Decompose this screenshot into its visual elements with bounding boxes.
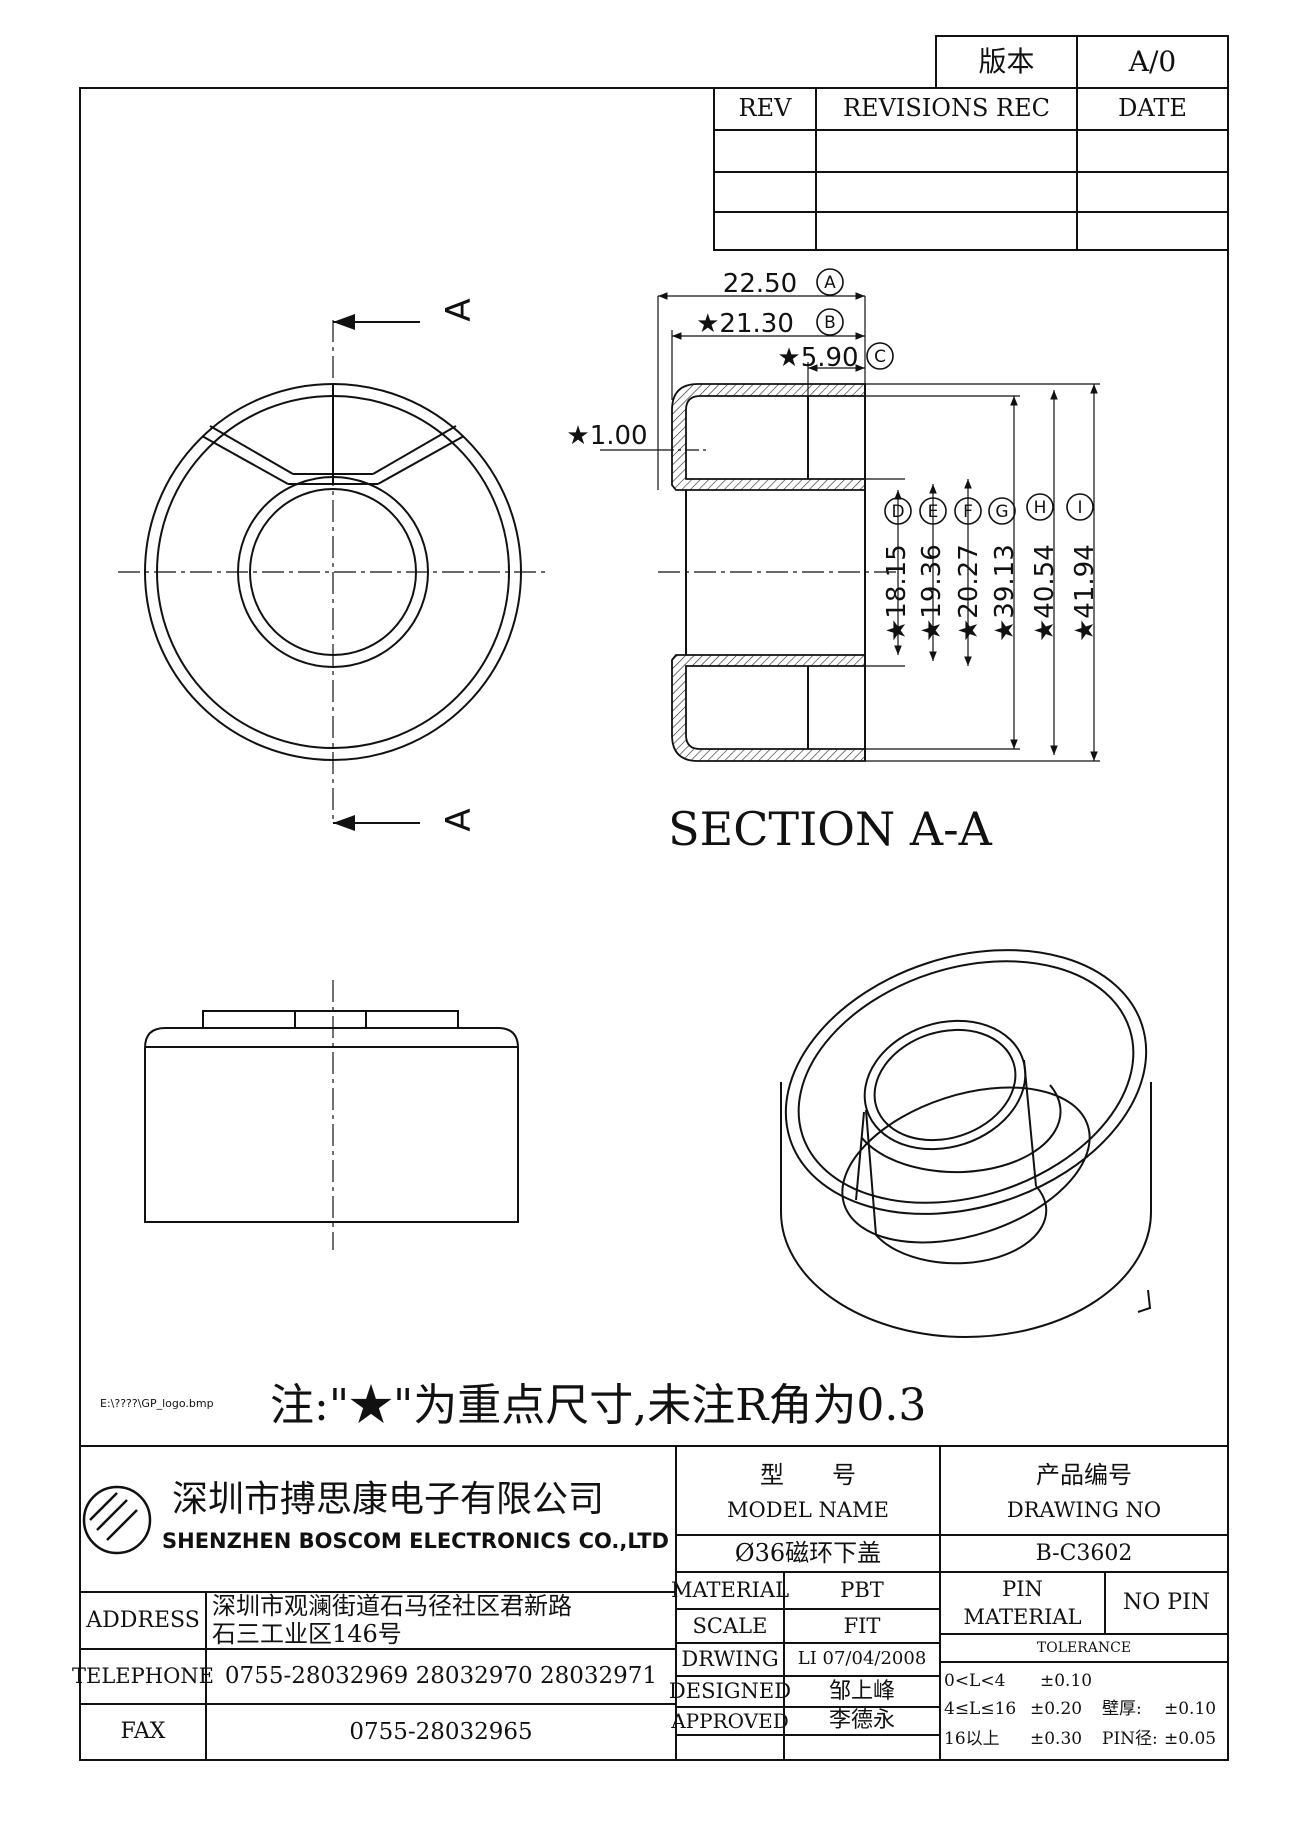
designed-value: 邹上峰 — [828, 1678, 895, 1704]
marker-a: A — [824, 273, 836, 293]
version-label: 版本 — [978, 45, 1035, 79]
logo-path: E:\????\GP_logo.bmp — [100, 1397, 214, 1411]
address-line2: 石三工业区146号 — [212, 1620, 402, 1649]
marker-g: G — [995, 502, 1008, 522]
cut-arrow-top — [333, 314, 355, 330]
wall-thickness-label: 壁厚: — [1102, 1699, 1142, 1720]
wall-thickness-value: ±0.10 — [1164, 1699, 1217, 1720]
revision-table-lines — [713, 35, 1229, 251]
marker-c: C — [874, 347, 886, 367]
marker-e: E — [928, 502, 939, 522]
drawing-label: DRWING — [681, 1647, 779, 1672]
dim-c: ★5.90 — [777, 343, 858, 373]
drawing-value: LI 07/04/2008 — [797, 1648, 927, 1670]
date-header: DATE — [1118, 94, 1187, 123]
drawing-no-label-cn: 产品编号 — [1036, 1461, 1132, 1490]
pin-diameter-label: PIN径: — [1102, 1729, 1158, 1750]
fax-value: 0755-28032965 — [349, 1718, 533, 1745]
tolerance-value-2: ±0.20 — [1030, 1699, 1083, 1720]
approved-value: 李德永 — [828, 1708, 895, 1734]
section-title: SECTION A-A — [668, 802, 992, 856]
dim-g: ★39.13 — [990, 544, 1020, 642]
fax-label: FAX — [120, 1719, 166, 1745]
tolerance-range-1: 0<L<4 — [944, 1671, 1006, 1692]
scale-label: SCALE — [692, 1613, 768, 1638]
tolerance-value-1: ±0.10 — [1040, 1671, 1093, 1692]
pin-material-label1: PIN — [1002, 1576, 1043, 1601]
scale-value: FIT — [843, 1613, 881, 1638]
pin-material-value: NO PIN — [1122, 1590, 1211, 1616]
tolerance-label: TOLERANCE — [1036, 1639, 1132, 1656]
tolerance-value-3: ±0.30 — [1030, 1729, 1083, 1750]
company-logo — [82, 1485, 152, 1555]
drawing-no-label-en: DRAWING NO — [1006, 1497, 1162, 1522]
title-block-lines — [80, 1445, 1228, 1760]
marker-d: D — [891, 502, 904, 522]
dim-a: 22.50 — [723, 269, 797, 299]
sheet-border — [79, 87, 1229, 1761]
cut-arrow-bottom — [333, 815, 355, 831]
version-value: A/0 — [1128, 45, 1177, 79]
cut-label-top: A — [439, 298, 479, 321]
company-name-en: SHENZHEN BOSCOM ELECTRONICS CO.,LTD — [162, 1528, 669, 1553]
rib-right-2 — [372, 425, 457, 475]
tolerance-range-2: 4≤L≤16 — [944, 1699, 1017, 1720]
material-value: PBT — [840, 1578, 884, 1603]
rib-left — [201, 435, 289, 485]
tolerance-range-3: 16以上 — [944, 1729, 1000, 1750]
rib-left-2 — [209, 425, 294, 475]
pin-diameter-value: ±0.05 — [1164, 1729, 1217, 1750]
rev-header: REV — [738, 94, 792, 123]
dim-i: ★41.94 — [1070, 544, 1100, 642]
section-top-wall — [671, 383, 866, 491]
rib-right — [377, 435, 465, 485]
dim-b: ★21.30 — [696, 309, 794, 339]
cut-label-bottom: A — [439, 808, 479, 831]
dim-f: ★20.27 — [954, 544, 984, 642]
side-view — [144, 1010, 519, 1223]
section-bottom-wall — [671, 654, 866, 762]
address-label: ADDRESS — [86, 1607, 200, 1633]
revisions-rec-header: REVISIONS REC — [842, 94, 1051, 123]
company-name-cn: 深圳市搏思康电子有限公司 — [172, 1479, 605, 1521]
drawing-no-value: B-C3602 — [1035, 1541, 1133, 1567]
approved-label: APPROVED — [671, 1708, 789, 1733]
telephone-value: 0755-28032969 28032970 28032971 — [224, 1663, 658, 1690]
marker-i: I — [1077, 498, 1082, 518]
telephone-label: TELEPHONE — [72, 1664, 214, 1689]
model-label-en: MODEL NAME — [727, 1497, 889, 1522]
isometric-view — [780, 949, 1152, 1338]
model-value: Ø36磁环下盖 — [734, 1539, 882, 1568]
model-label-cn: 型 号 — [760, 1461, 856, 1490]
section-view: 22.50 ★21.30 ★5.90 ★1.00 ★18.15 ★19.36 ★… — [566, 268, 1100, 762]
dim-wall: ★1.00 — [566, 421, 647, 451]
designed-label: DESIGNED — [668, 1679, 792, 1704]
dim-e: ★19.36 — [917, 544, 947, 642]
dim-d: ★18.15 — [882, 544, 912, 642]
address-line1: 深圳市观澜街道石马径社区君新路 — [212, 1592, 572, 1621]
marker-b: B — [824, 313, 836, 333]
marker-f: F — [963, 502, 973, 522]
dim-h: ★40.54 — [1030, 544, 1060, 642]
front-view-centerlines — [118, 320, 548, 820]
pin-material-label2: MATERIAL — [963, 1605, 1082, 1630]
drawing-note: 注:"★"为重点尺寸,未注R角为0.3 — [270, 1379, 927, 1431]
marker-h: H — [1034, 498, 1047, 518]
material-label: MATERIAL — [670, 1578, 790, 1603]
